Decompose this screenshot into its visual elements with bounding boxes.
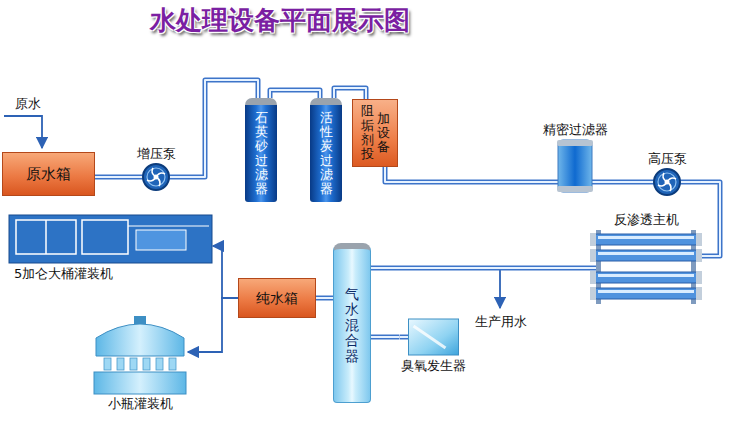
- node-text: 纯水箱: [256, 290, 298, 307]
- flow-label: 原水: [14, 96, 42, 112]
- pump: 增压泵: [134, 146, 178, 192]
- pipe-stub: [134, 175, 178, 180]
- pipe-outline: [385, 167, 540, 182]
- pump-symbol: [134, 162, 178, 192]
- arrow-line: [188, 298, 238, 352]
- pipe: [334, 88, 366, 99]
- precision-filter-symbol: [540, 138, 610, 194]
- ro-unit-symbol: [584, 228, 708, 306]
- pipe-core: [371, 267, 584, 269]
- pipe: [316, 298, 333, 299]
- pipe: [270, 90, 320, 98]
- water-tank: 原水箱: [2, 152, 95, 196]
- pipe-outline: [334, 88, 366, 99]
- pipe-stub: [584, 267, 596, 269]
- pipe: [371, 268, 584, 269]
- pipe-core: [610, 181, 645, 183]
- outflow-arrow: [499, 268, 501, 308]
- pipe-outline: [270, 90, 320, 98]
- pipe-outline: [610, 180, 645, 185]
- pipe-core: [371, 336, 400, 338]
- pipe: [385, 167, 540, 182]
- node-label: 臭氧发生器: [401, 358, 466, 374]
- pipe-core: [270, 90, 320, 98]
- filter-column: 石英砂过滤器: [245, 98, 277, 202]
- precision-filter: 精密过滤器: [540, 122, 610, 194]
- pipe-stub: [645, 180, 689, 185]
- node-label: 反渗透主机: [614, 212, 679, 228]
- node-text: 石英砂过滤器: [255, 111, 268, 197]
- node-label: 高压泵: [648, 151, 687, 167]
- node-text: 活性炭过滤器: [320, 111, 333, 197]
- pipe-outline: [371, 335, 400, 340]
- node-text: 原水箱: [26, 165, 71, 183]
- pipe-outline: [316, 296, 333, 301]
- node-label: 增压泵: [137, 146, 176, 162]
- filling-machine: 小瓶灌装机: [92, 316, 188, 412]
- node-text: 加设备: [377, 112, 390, 155]
- node-label: 5加仑大桶灌装机: [14, 266, 113, 282]
- ro-unit: 反渗透主机: [584, 212, 708, 306]
- filling-machine: 5加仑大桶灌装机: [8, 214, 213, 282]
- pipe: [371, 337, 400, 338]
- pump: 高压泵: [645, 151, 689, 197]
- node-text: 阻垢剂投: [361, 104, 374, 161]
- pipe-core: [95, 176, 134, 178]
- mixer: 气水混合器: [333, 243, 371, 403]
- pipe-core: [334, 88, 366, 99]
- pipe-outline: [371, 266, 584, 271]
- node-label: 小瓶灌装机: [108, 396, 173, 412]
- ozone-generator-symbol: [400, 318, 467, 358]
- pipe: [95, 177, 134, 178]
- filling-machine-symbol: [8, 214, 213, 266]
- arrow-line: [213, 246, 238, 298]
- pipe-stub: [584, 266, 596, 271]
- pipe-core: [316, 297, 333, 299]
- pipe-stub: [400, 336, 409, 338]
- ozone-generator: 臭氧发生器: [400, 318, 467, 374]
- dosing-unit: 阻垢剂投加设备: [352, 99, 398, 166]
- pipe-outline: [95, 175, 134, 180]
- title: 水处理设备平面展示图: [150, 3, 410, 38]
- flow-arrow: [188, 298, 238, 352]
- node-label: 精密过滤器: [543, 122, 608, 138]
- inflow-arrow: [4, 116, 42, 148]
- pump-symbol: [645, 167, 689, 197]
- node-text: 气水混合器: [345, 287, 359, 364]
- pipe-stub: [400, 335, 409, 340]
- filter-column: 活性炭过滤器: [310, 98, 342, 202]
- filling-machine-symbol: [92, 316, 188, 396]
- flow-label: 生产用水: [474, 314, 528, 330]
- pipe-core: [385, 167, 540, 182]
- flow-arrow: [213, 246, 238, 298]
- pipe: [610, 182, 645, 183]
- water-tank: 纯水箱: [238, 278, 316, 318]
